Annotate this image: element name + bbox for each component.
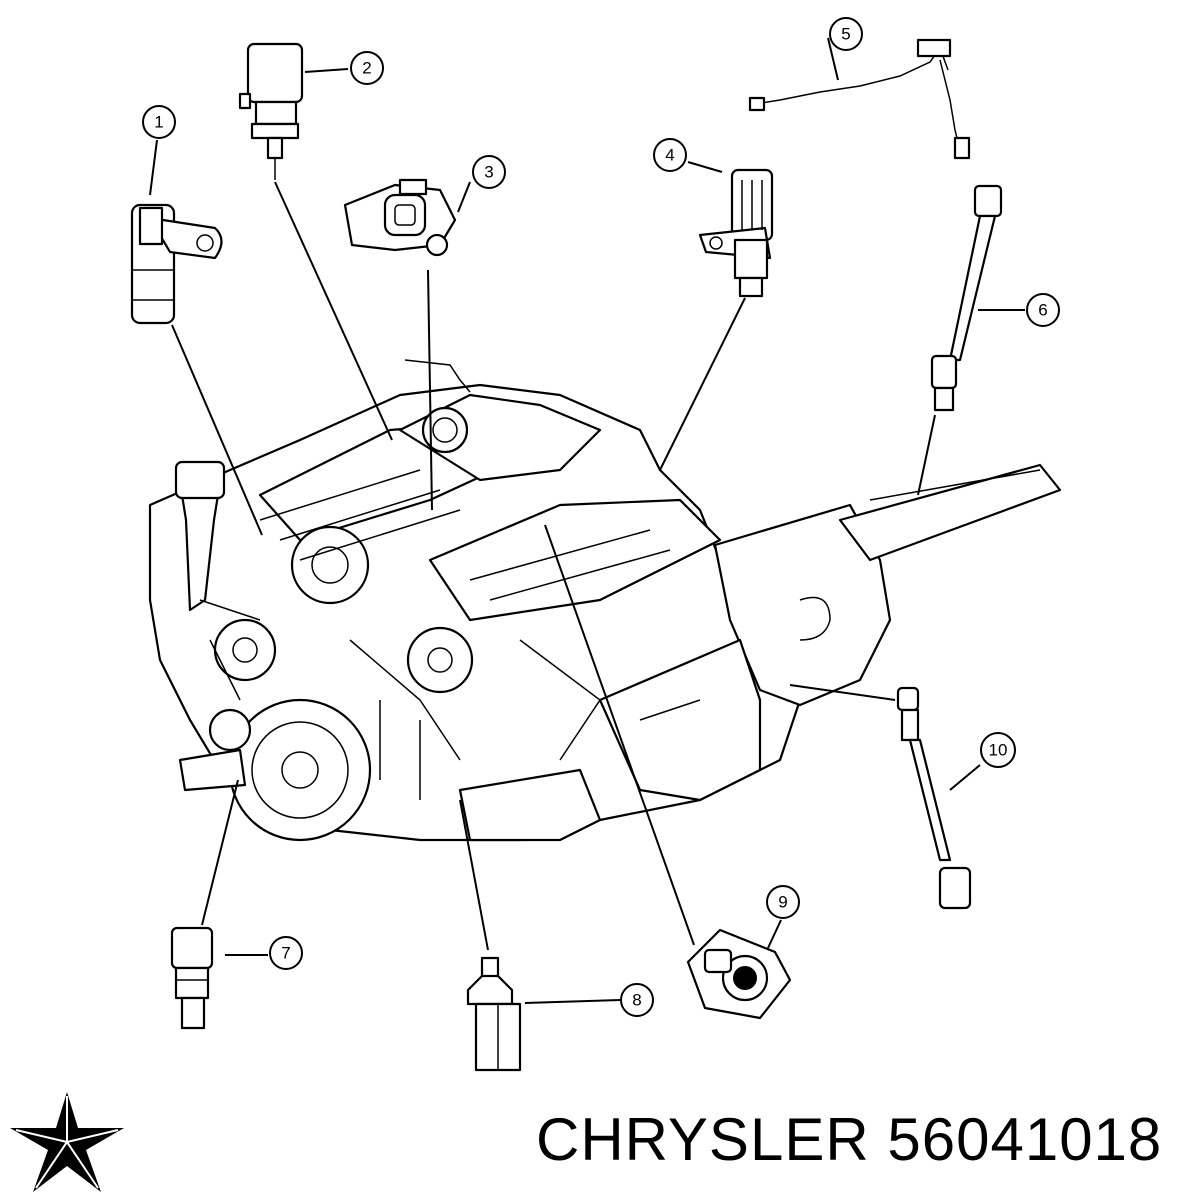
brand-name: CHRYSLER — [536, 1106, 870, 1173]
callout-2-label: 2 — [362, 59, 371, 78]
callout-4: 4 — [653, 138, 687, 172]
callout-5-label: 5 — [841, 25, 850, 44]
engine-assembly — [148, 359, 1062, 842]
part-4-sensor — [698, 168, 774, 298]
callout-6: 6 — [1026, 293, 1060, 327]
part-2-sensor — [238, 42, 304, 180]
callout-2: 2 — [350, 51, 384, 85]
callout-9: 9 — [766, 885, 800, 919]
part-7-sensor — [170, 926, 214, 1030]
part-6-o2-sensor — [930, 184, 1003, 412]
callout-9-label: 9 — [778, 893, 787, 912]
callout-10-label: 10 — [989, 741, 1008, 760]
callout-3: 3 — [472, 155, 506, 189]
callout-7: 7 — [269, 936, 303, 970]
callout-4-label: 4 — [665, 146, 674, 165]
part-number: 56041018 — [887, 1106, 1163, 1173]
part-1-sensor — [130, 203, 223, 325]
callout-5: 5 — [829, 17, 863, 51]
part-10-o2-sensor — [896, 686, 972, 910]
callout-3-label: 3 — [484, 163, 493, 182]
part-5-harness — [748, 38, 971, 160]
part-9-knock-sensor — [686, 928, 792, 1020]
callout-8-label: 8 — [632, 991, 641, 1010]
leader-lines — [149, 37, 1025, 1004]
part-3-sensor — [343, 178, 457, 257]
callout-1: 1 — [142, 105, 176, 139]
callout-10: 10 — [980, 732, 1016, 768]
callout-7-label: 7 — [281, 944, 290, 963]
chrysler-pentastar-logo — [10, 1092, 124, 1192]
callout-6-label: 6 — [1038, 301, 1047, 320]
callout-1-label: 1 — [154, 113, 163, 132]
part-8-switch — [466, 956, 522, 1072]
brand-part-caption: CHRYSLER 56041018 — [536, 1100, 1196, 1180]
callout-8: 8 — [620, 983, 654, 1017]
